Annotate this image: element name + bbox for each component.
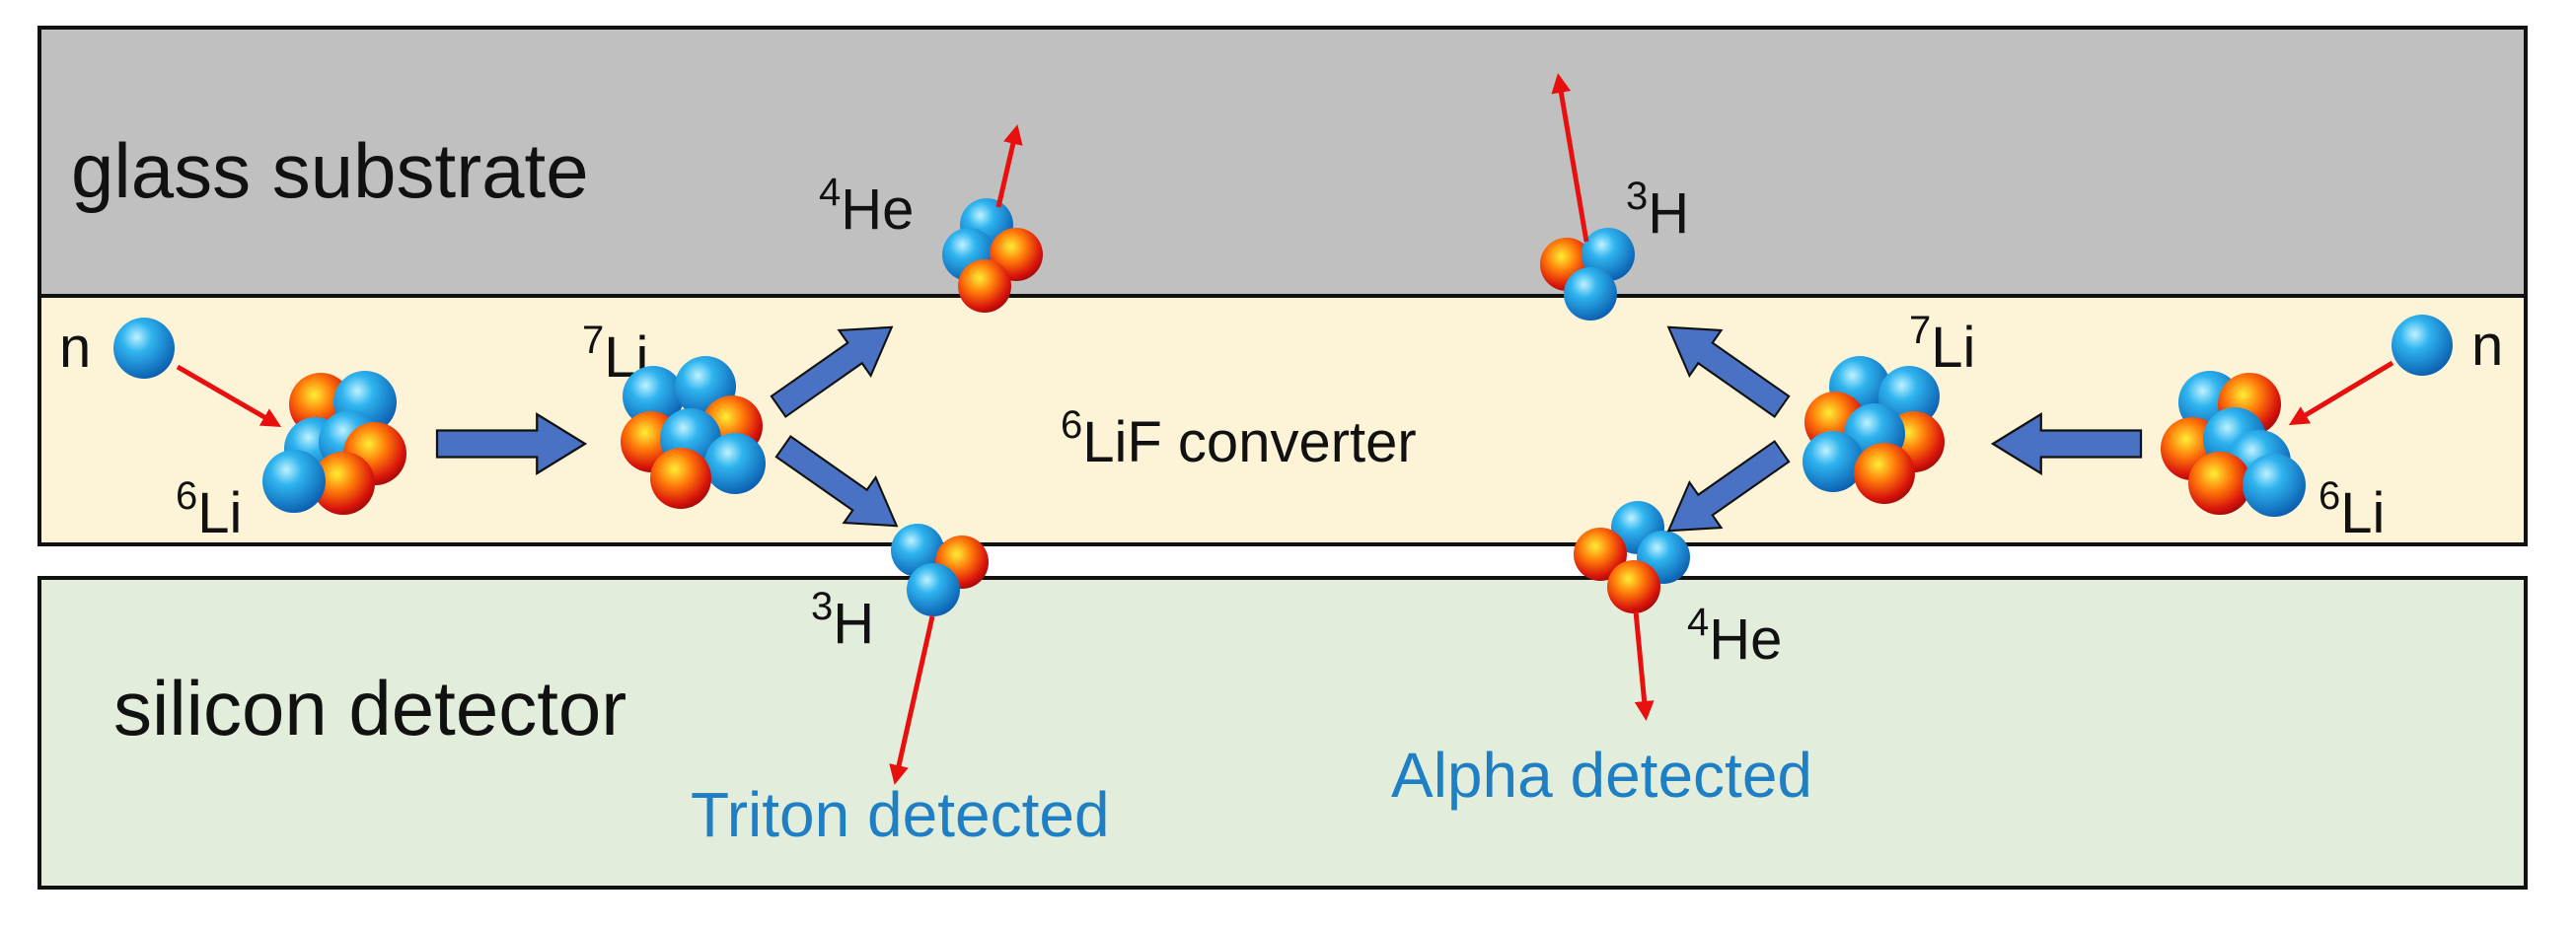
silicon-detector-label: silicon detector xyxy=(113,665,626,751)
he4-top-left xyxy=(942,198,1043,313)
alpha-detected-label: Alpha detected xyxy=(1391,740,1812,811)
he4-top-left-track xyxy=(995,124,1023,208)
h3-top-right xyxy=(1540,228,1635,321)
neutron-right xyxy=(2392,315,2453,376)
he4-bottom-right-track xyxy=(1633,610,1655,721)
h3-top-right-label: 3H xyxy=(1626,175,1689,246)
lif-converter-layer xyxy=(37,294,2528,546)
li6-nucleus-right xyxy=(2161,371,2306,517)
h3-bottom-left-track xyxy=(889,615,935,785)
li6-right-label: 6Li xyxy=(2318,474,2385,545)
glass-substrate-layer xyxy=(37,26,2528,298)
triton-detected-label: Triton detected xyxy=(691,779,1110,850)
h3-top-right-track xyxy=(1551,73,1589,243)
silicon-detector-layer xyxy=(37,576,2528,890)
h3-bottom-left xyxy=(891,524,989,616)
li7-nucleus-left xyxy=(621,356,766,509)
he4-bottom-right-label: 4He xyxy=(1687,601,1782,672)
h3-bottom-left-label: 3H xyxy=(811,585,874,656)
neutron-left-label: n xyxy=(59,316,91,380)
neutron-right-label: n xyxy=(2471,314,2503,378)
glass-substrate-label: glass substrate xyxy=(71,127,589,214)
li7-nucleus-right xyxy=(1803,356,1945,504)
li6-left-label: 6Li xyxy=(176,474,242,545)
he4-top-left-label: 4He xyxy=(819,171,914,242)
neutron-left xyxy=(113,318,175,379)
lif-converter-label: 6LiF converter xyxy=(1061,403,1417,474)
li6-nucleus-left xyxy=(262,371,406,515)
he4-bottom-right xyxy=(1574,501,1690,613)
neutron-left-track xyxy=(176,364,282,428)
li7-right-label: 7Li xyxy=(1909,309,1975,380)
neutron-right-track xyxy=(2288,360,2394,426)
